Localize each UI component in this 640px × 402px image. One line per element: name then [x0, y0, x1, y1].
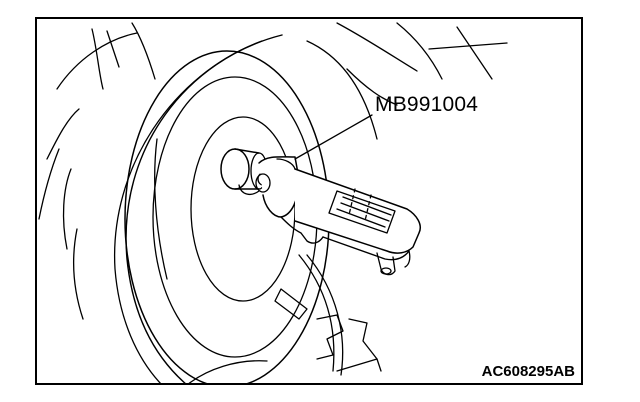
illustration-frame: MB991004 AC608295AB: [35, 17, 583, 385]
tool-callout-label: MB991004: [375, 93, 479, 116]
figure-id-label: AC608295AB: [481, 363, 575, 380]
wheel-tool-illustration-icon: [38, 22, 508, 383]
